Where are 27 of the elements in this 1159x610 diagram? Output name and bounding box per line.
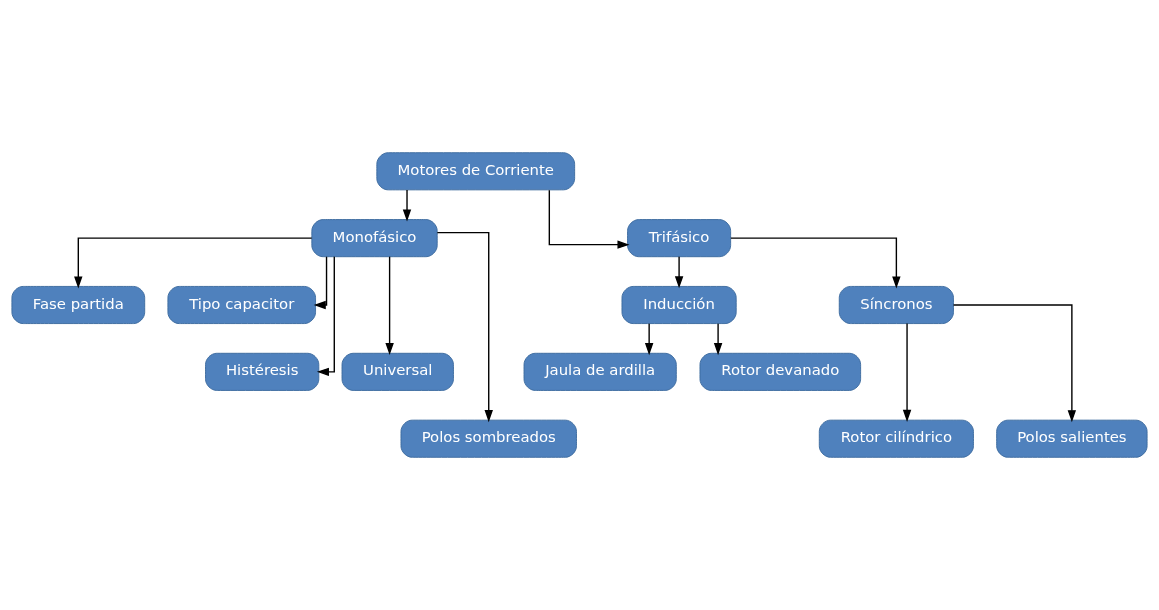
node-box: Histéresis <box>205 352 320 391</box>
arrow <box>644 322 654 356</box>
arrow <box>316 256 335 377</box>
arrow <box>730 237 901 289</box>
node-box: Rotor devanado <box>699 352 862 391</box>
node-box: Trifásico <box>627 219 732 258</box>
arrow <box>952 304 1077 423</box>
arrow <box>313 256 328 310</box>
arrow <box>436 231 493 423</box>
node-box: Tipo capacitor <box>167 285 316 325</box>
node-box: Rotor cilíndrico <box>818 419 974 458</box>
node-box: Monofásico <box>311 219 438 258</box>
node-box: Jaula de ardilla <box>523 352 677 391</box>
node-box: Polos sombreados <box>400 419 577 458</box>
arrow <box>902 322 912 422</box>
node-box: Motores de Corriente <box>376 152 576 191</box>
arrow <box>674 256 684 289</box>
arrow <box>402 189 412 222</box>
node-box: Síncronos <box>838 285 954 325</box>
arrow <box>548 189 630 249</box>
node-box: Inducción <box>621 285 737 325</box>
arrow <box>713 322 723 356</box>
node-box: Fase partida <box>11 285 146 325</box>
node-box: Universal <box>341 352 454 391</box>
arrow <box>74 237 313 289</box>
arrow <box>385 256 394 356</box>
node-box: Polos salientes <box>996 419 1148 458</box>
